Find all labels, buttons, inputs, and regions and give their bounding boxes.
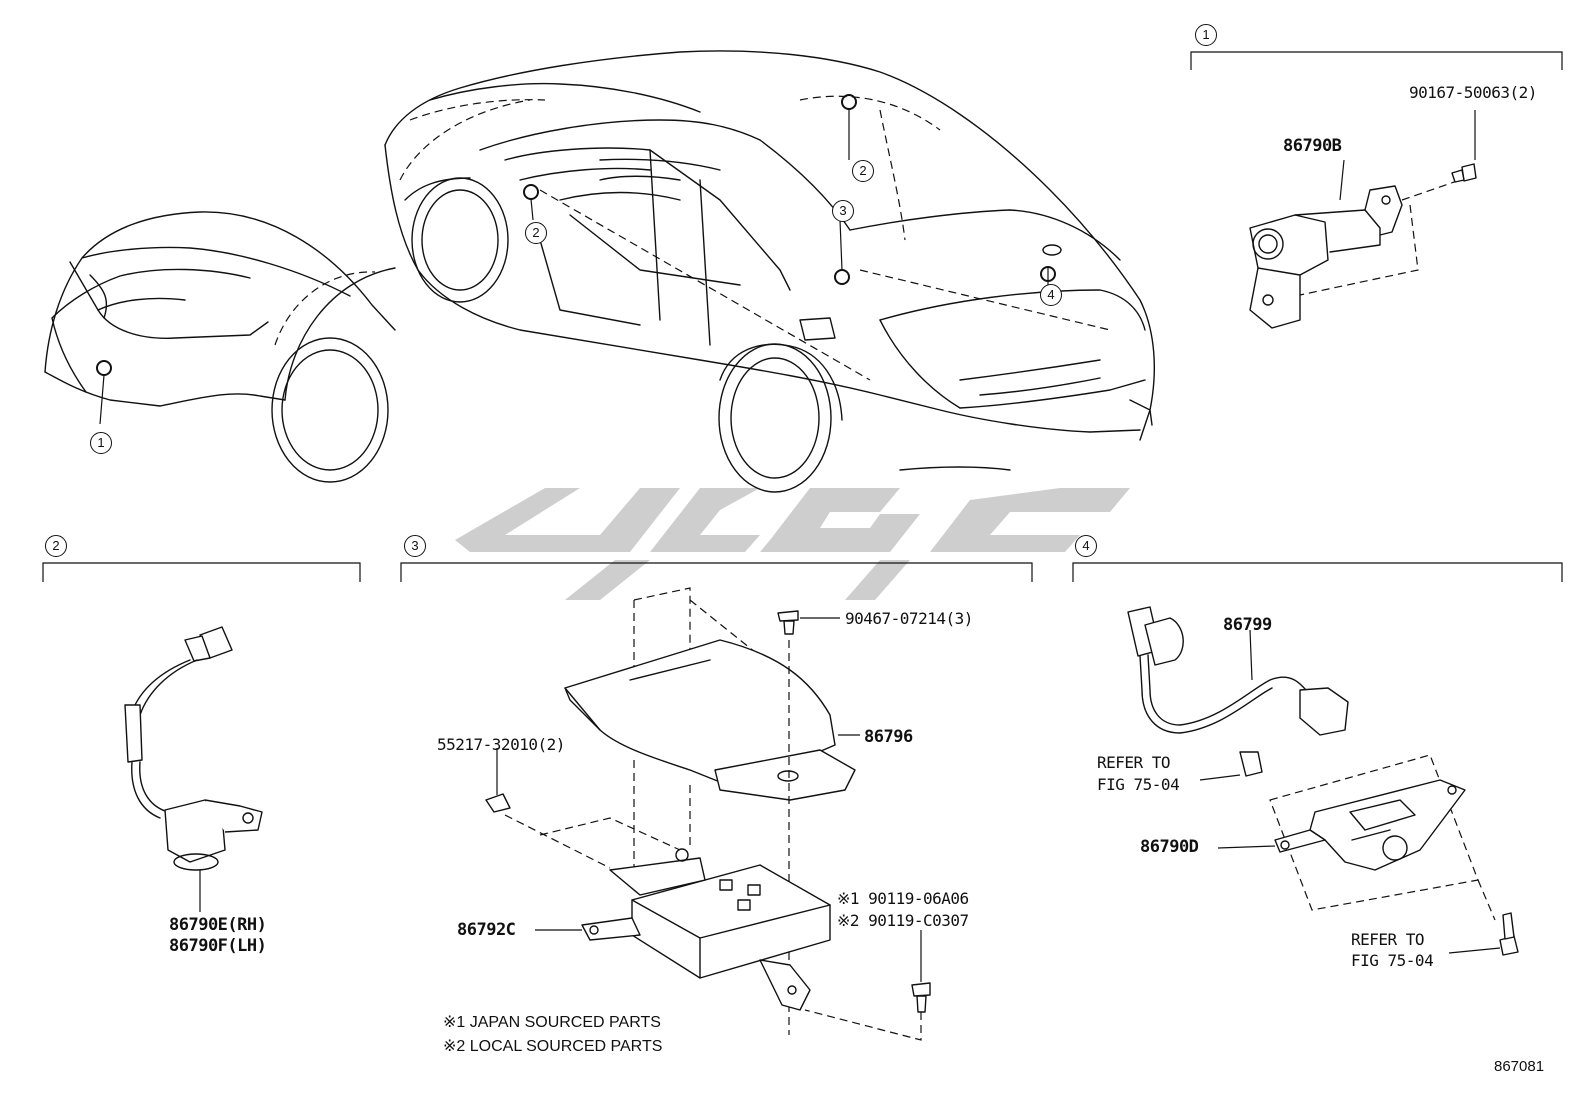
part-label-86790E: 86790E(RH)	[169, 915, 267, 935]
part-label-55217-32010: 55217-32010(2)	[437, 735, 565, 754]
section-marker-1: 1	[1195, 24, 1217, 46]
callout-1-front: 1	[90, 432, 112, 454]
refer-fig-label-1: FIG 75-04	[1097, 775, 1180, 794]
section-frames	[42, 51, 1563, 582]
part-label-90119-06A06: ※1 90119-06A06	[837, 889, 969, 908]
section-marker-3: 3	[404, 535, 426, 557]
figure-number: 867081	[1494, 1058, 1545, 1075]
part-label-90467-07214: 90467-07214(3)	[845, 609, 973, 628]
refer-to-label-2: REFER TO	[1351, 930, 1425, 949]
front-car-illustration	[44, 211, 396, 483]
callout-2-left-mirror: 2	[525, 222, 547, 244]
section-marker-4: 4	[1075, 535, 1097, 557]
section3-ecu-assembly	[485, 587, 931, 1041]
refer-to-label-1: REFER TO	[1097, 753, 1171, 772]
section4-back-camera	[1127, 606, 1519, 956]
callout-2-right-mirror: 2	[852, 160, 874, 182]
callout-3-ecu: 3	[832, 200, 854, 222]
part-label-86790D: 86790D	[1140, 837, 1199, 857]
callout-4-rear: 4	[1040, 284, 1062, 306]
refer-fig-label-2: FIG 75-04	[1351, 951, 1434, 970]
note-local-sourced: ※2 LOCAL SOURCED PARTS	[443, 1038, 663, 1055]
note-japan-sourced: ※1 JAPAN SOURCED PARTS	[443, 1014, 661, 1031]
watermark-logo	[455, 488, 1130, 600]
part-label-86796: 86796	[864, 727, 913, 747]
section-marker-2: 2	[45, 535, 67, 557]
section1-camera-86790B	[1249, 110, 1477, 329]
part-label-86792C: 86792C	[457, 920, 516, 940]
part-label-86799: 86799	[1223, 615, 1272, 635]
part-label-86790F: 86790F(LH)	[169, 936, 267, 956]
section2-side-camera	[124, 626, 263, 912]
part-label-86790B: 86790B	[1283, 136, 1342, 156]
part-label-90119-C0307: ※2 90119-C0307	[837, 911, 969, 930]
part-label-90167-50063: 90167-50063(2)	[1409, 83, 1537, 102]
main-car-illustration	[384, 50, 1156, 493]
